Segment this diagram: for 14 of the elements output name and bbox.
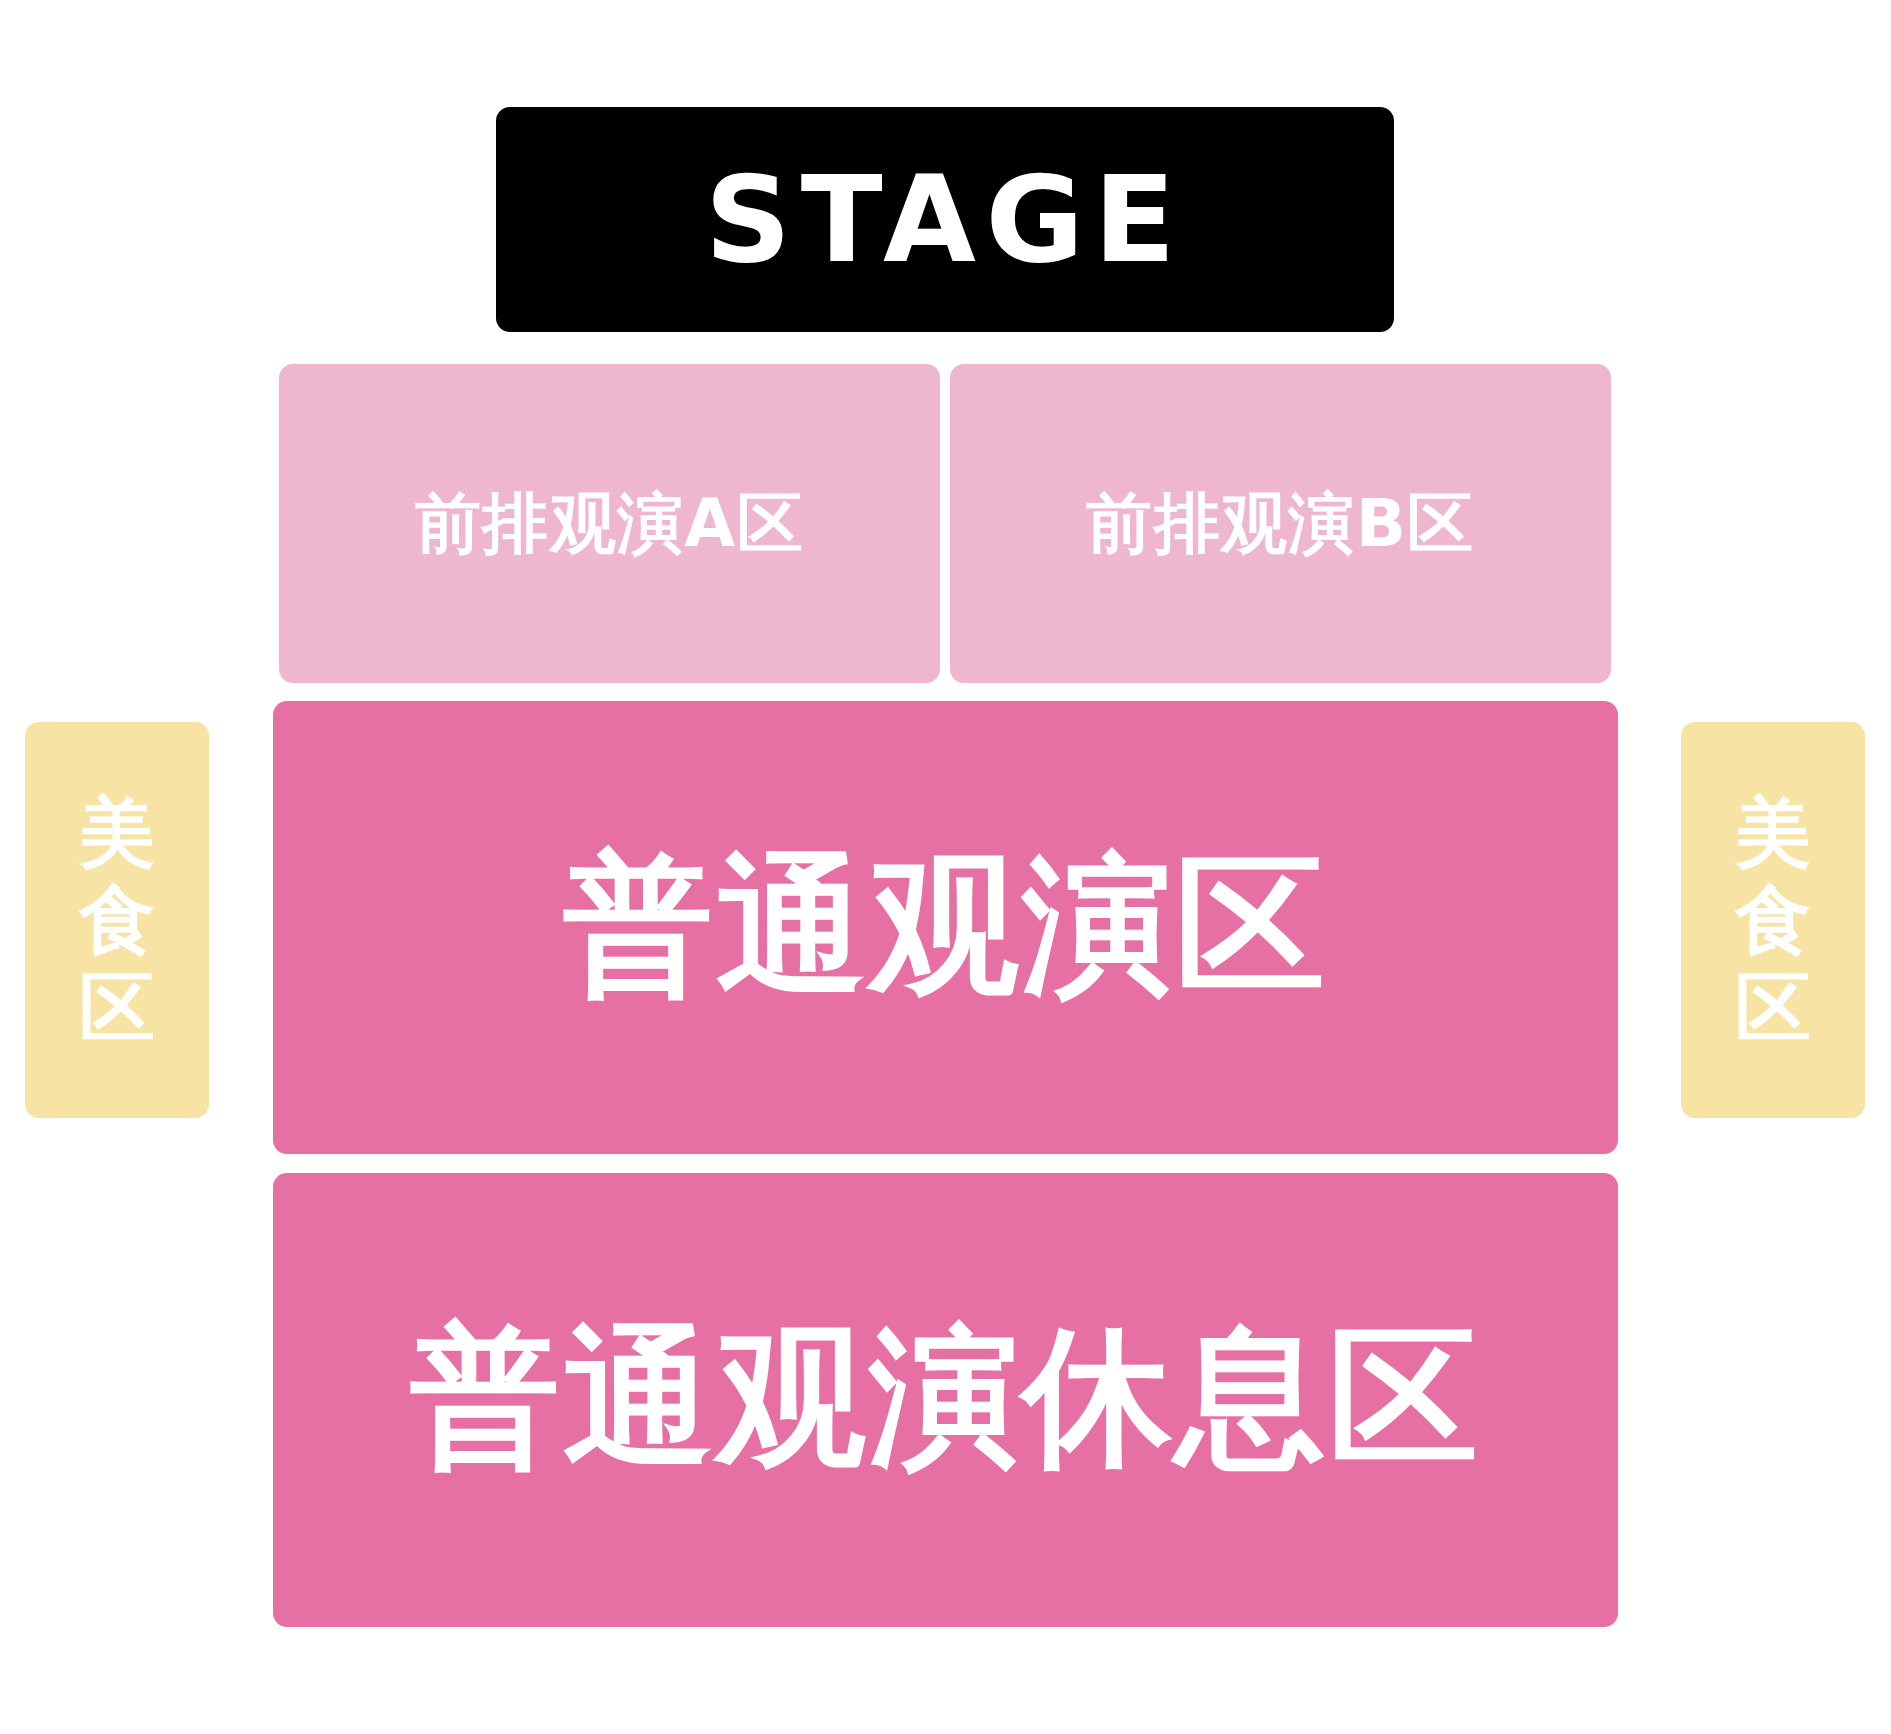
zone-label: 前排观演A区 [415,483,804,564]
seating-area [950,364,1611,683]
seating-area [279,364,940,683]
zone-label: STAGE [704,150,1186,289]
stage-area [496,107,1394,332]
food-area [1681,722,1865,1118]
seating-area [273,701,1618,1154]
food-area [25,722,209,1118]
zone-label: 美食区 [1735,788,1811,1052]
zone-label: 普通观演休息区 [410,1309,1481,1486]
rest-area [273,1173,1618,1627]
zone-label: 前排观演B区 [1086,483,1475,564]
zone-label: 美食区 [79,788,155,1052]
zone-label: 普通观演区 [563,836,1328,1014]
